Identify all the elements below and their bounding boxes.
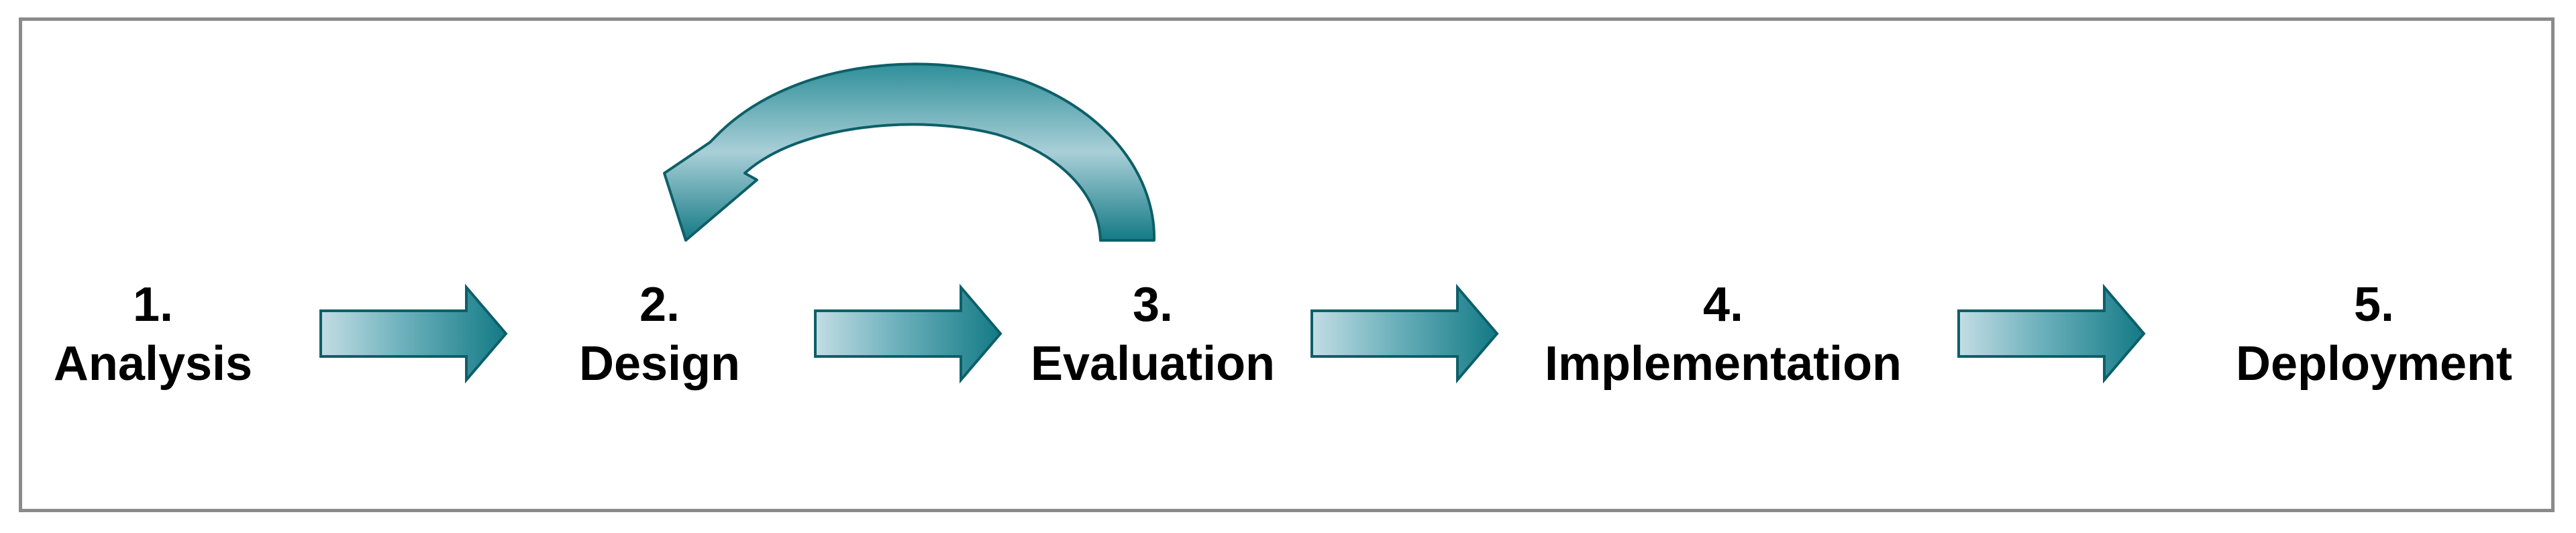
curved-loop-arrow-icon [663, 62, 1156, 242]
arrow-analysis-to-design [319, 283, 508, 384]
step-label: Deployment [2235, 337, 2513, 391]
arrow-implementation-to-deployment [1957, 283, 2146, 384]
arrow-design-to-evaluation [814, 283, 1002, 384]
step-analysis: 1. Analysis [54, 275, 252, 393]
step-number: 4. [1702, 278, 1744, 332]
step-label: Evaluation [1030, 337, 1276, 391]
step-number: 3. [1132, 278, 1174, 332]
step-label: Implementation [1544, 337, 1902, 391]
arrow-evaluation-to-implementation [1310, 283, 1499, 384]
step-design: 2. Design [579, 275, 740, 393]
step-number: 2. [639, 278, 680, 332]
step-number: 5. [2353, 278, 2395, 332]
step-deployment: 5. Deployment [2236, 275, 2512, 393]
step-label: Analysis [53, 337, 253, 391]
diagram-frame [19, 17, 2555, 512]
arrow-evaluation-to-design-loop [663, 62, 1156, 242]
right-arrow-icon [1957, 283, 2146, 384]
right-arrow-icon [1310, 283, 1499, 384]
step-label: Design [578, 337, 741, 391]
step-number: 1. [132, 278, 174, 332]
step-implementation: 4. Implementation [1545, 275, 1902, 393]
right-arrow-icon [319, 283, 508, 384]
step-evaluation: 3. Evaluation [1031, 275, 1275, 393]
right-arrow-icon [814, 283, 1002, 384]
